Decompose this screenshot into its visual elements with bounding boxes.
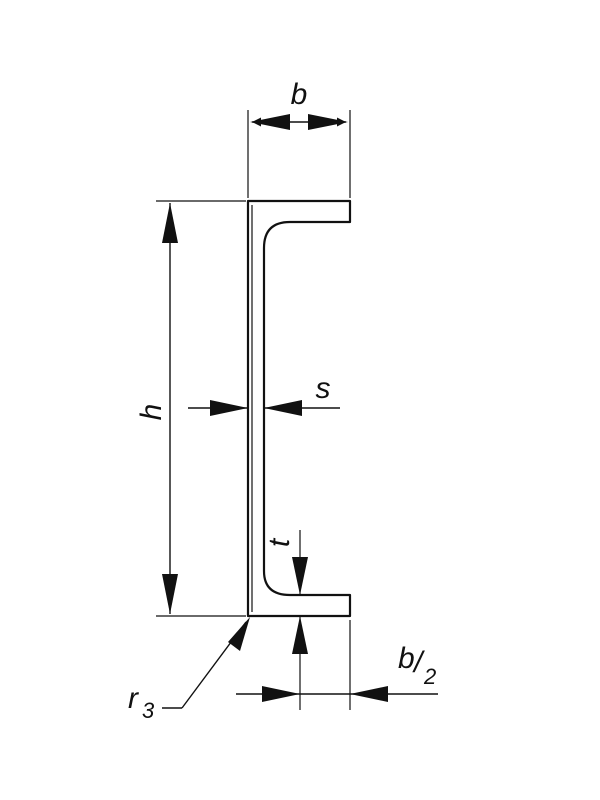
arrowhead-t-bottom [292, 616, 308, 654]
arrowhead-r3 [228, 617, 250, 651]
arrowhead-s-right [264, 400, 302, 416]
arrowhead-h-bottom [162, 574, 178, 614]
label-h: h [135, 404, 168, 421]
arrowhead-s-left [210, 400, 248, 416]
arrowhead-h-top [162, 203, 178, 243]
label-r3-main: r [128, 682, 139, 715]
dimension-h: h [135, 200, 246, 617]
dimension-s: s [188, 372, 340, 416]
label-b-half-numerator: b [398, 642, 415, 675]
arrowhead-b-right [308, 114, 348, 130]
dimension-b-half: b / 2 [236, 620, 438, 710]
label-s: s [316, 372, 331, 405]
label-b-half-slash: / [412, 646, 425, 679]
arrowhead-b-half-left [262, 686, 300, 702]
label-b: b [291, 78, 308, 111]
arrowhead-t-top [292, 557, 308, 595]
channel-profile-outline [246, 199, 352, 618]
label-r3-sub: 3 [142, 698, 155, 723]
arrowhead-b-half-right [350, 686, 388, 702]
dimension-t: t [263, 530, 308, 710]
arrowhead-b-left [250, 114, 290, 130]
label-b-half-denominator: 2 [423, 664, 436, 689]
dimension-b: b [247, 78, 351, 198]
label-t: t [263, 537, 296, 547]
leader-r3: r 3 [128, 617, 250, 723]
